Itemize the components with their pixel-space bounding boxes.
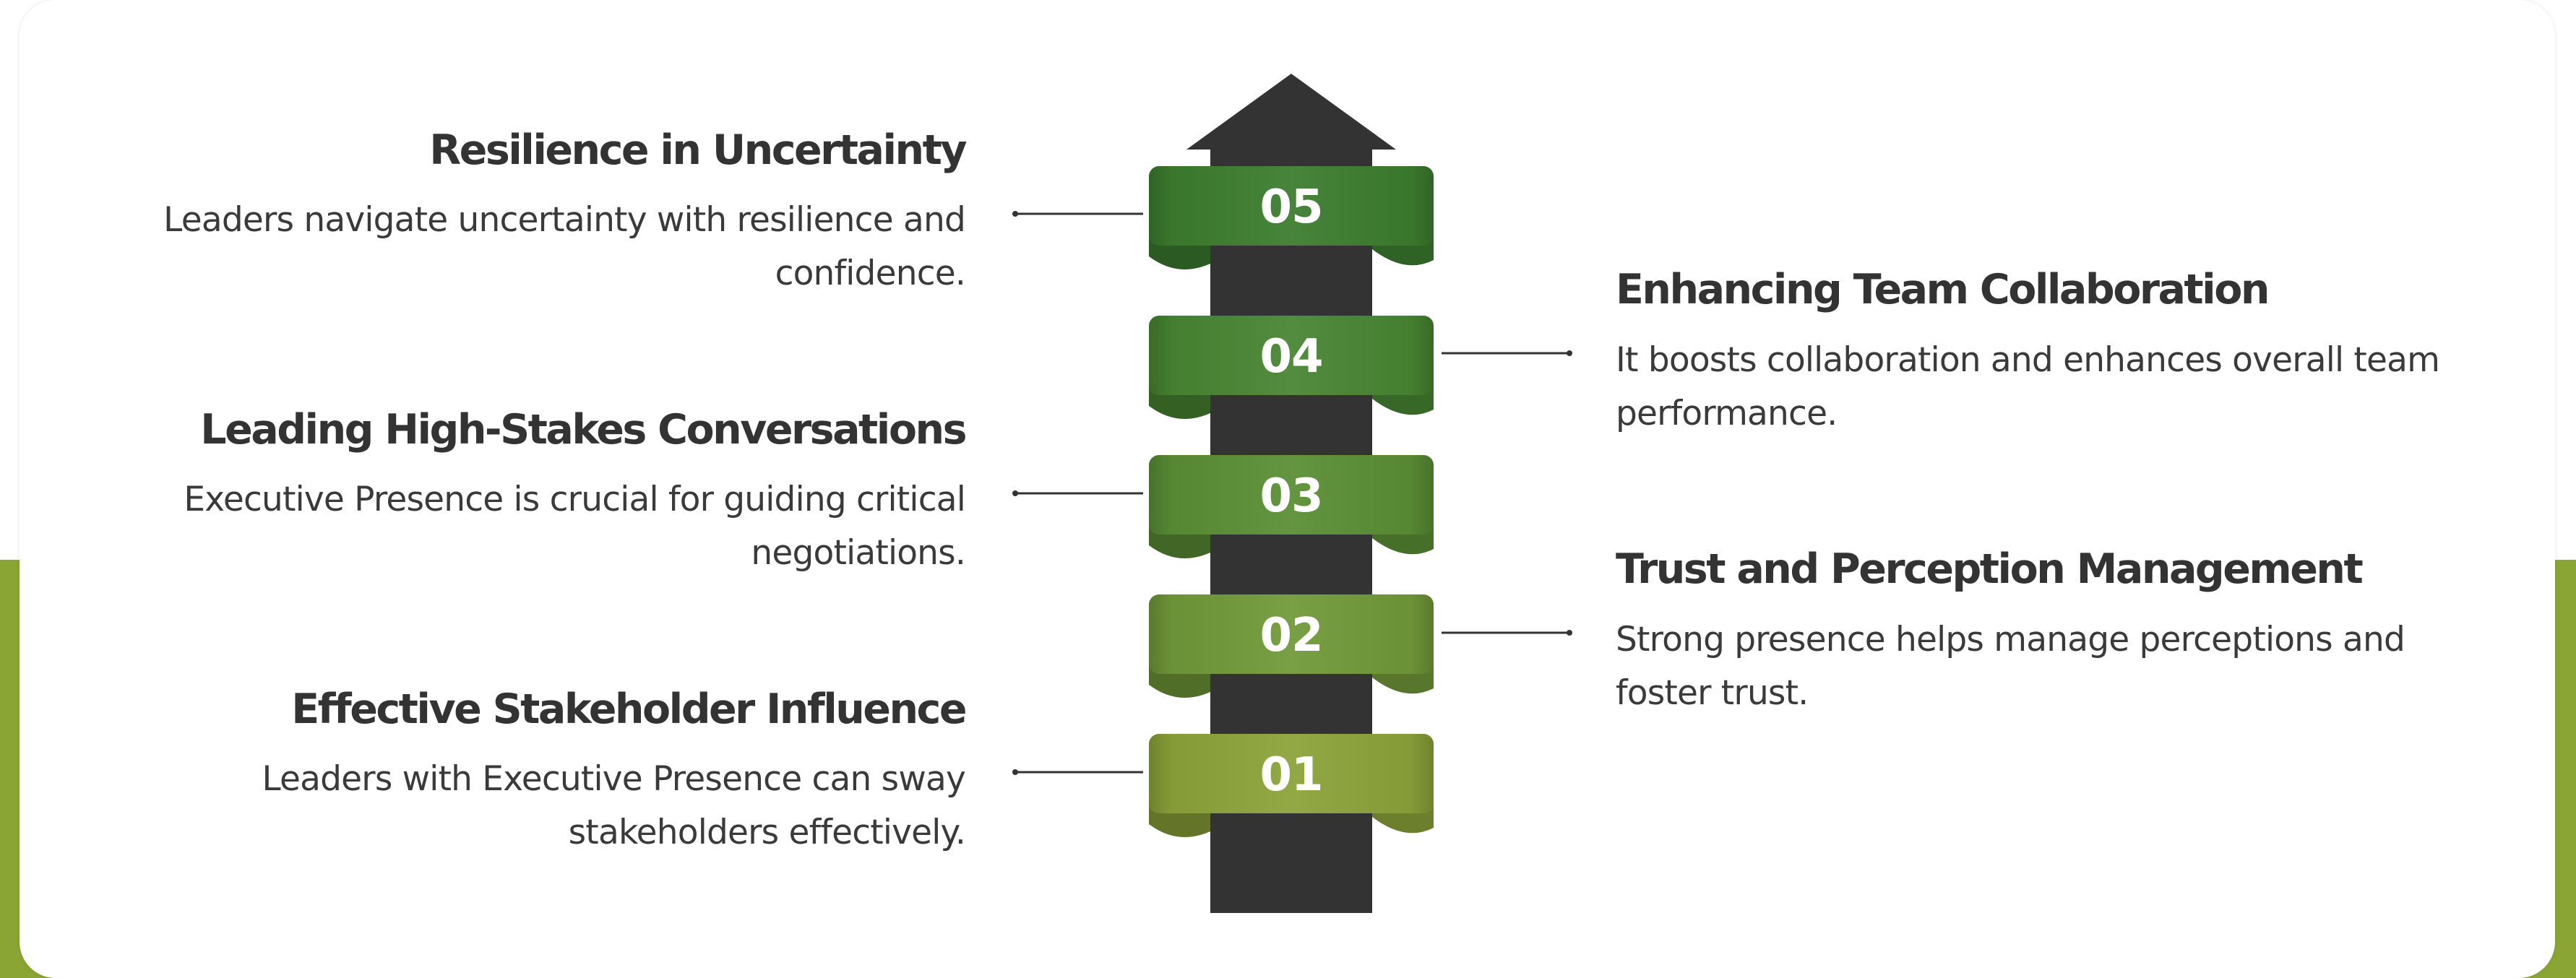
ribbon-shading: [1149, 734, 1434, 813]
connector-04: [1442, 350, 1572, 356]
step-04-title: Enhancing Team Collaboration: [1616, 266, 2270, 313]
step-number-01: 01: [1259, 748, 1322, 802]
connector-03: [1012, 490, 1143, 496]
step-02-title: Trust and Perception Management: [1616, 545, 2364, 593]
step-02-description: Strong presence helps manage perceptions…: [1616, 620, 2405, 713]
step-05-description: Leaders navigate uncertainty with resili…: [163, 200, 966, 293]
step-01-description: Leaders with Executive Presence can sway…: [262, 759, 965, 852]
connector-01: [1012, 769, 1143, 775]
connector-02: [1442, 630, 1572, 636]
step-number-02: 02: [1259, 609, 1322, 662]
step-number-03: 03: [1259, 469, 1322, 523]
step-05-title: Resilience in Uncertainty: [429, 126, 967, 174]
ribbon-shading: [1149, 455, 1434, 535]
step-01-title: Effective Stakeholder Influence: [291, 685, 967, 733]
step-04-description: It boosts collaboration and enhances ove…: [1616, 340, 2440, 433]
step-number-05: 05: [1259, 181, 1322, 234]
step-03-title: Leading High-Stakes Conversations: [200, 406, 967, 454]
ribbon-step-02: 02: [1149, 594, 1434, 698]
ribbon-step-01: 01: [1149, 734, 1434, 837]
arrow-head: [1186, 74, 1396, 150]
ribbon-step-04: 04: [1149, 316, 1434, 419]
step-number-04: 04: [1259, 330, 1322, 384]
ribbon-step-05: 05: [1149, 166, 1434, 269]
ribbon-shading: [1149, 316, 1434, 395]
ribbon-shading: [1149, 594, 1434, 674]
ribbon-step-03: 03: [1149, 455, 1434, 558]
ribbon-shading: [1149, 166, 1434, 246]
step-03-description: Executive Presence is crucial for guidin…: [184, 480, 965, 573]
connector-05: [1012, 211, 1143, 217]
